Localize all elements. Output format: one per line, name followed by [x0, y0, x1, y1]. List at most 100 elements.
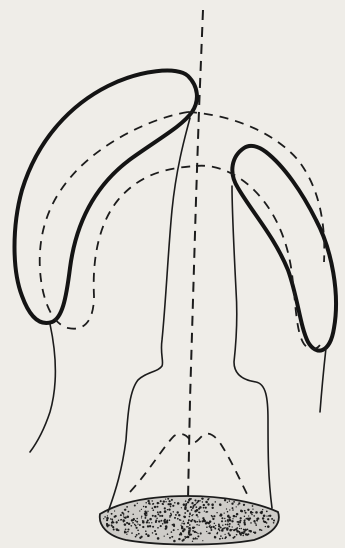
stipple-dot: [236, 534, 238, 536]
stipple-dot: [191, 502, 193, 504]
stipple-dot: [255, 511, 258, 514]
stipple-dot: [180, 525, 181, 526]
stipple-dot: [199, 506, 202, 509]
stipple-dot: [202, 498, 204, 500]
stipple-dot: [214, 523, 215, 524]
stipple-dot: [217, 532, 219, 534]
stipple-dot: [231, 503, 233, 505]
stipple-dot: [193, 538, 195, 540]
stipple-dot: [185, 500, 187, 502]
stipple-dot: [224, 512, 225, 513]
stipple-dot: [232, 526, 233, 527]
stipple-dot: [126, 506, 128, 508]
stipple-dot: [141, 517, 142, 518]
stipple-dot: [157, 527, 159, 529]
stipple-dot: [152, 515, 154, 517]
stipple-dot: [151, 500, 152, 501]
stipple-dot: [266, 516, 267, 517]
stipple-dot: [194, 504, 196, 506]
stipple-dot: [113, 528, 115, 530]
stipple-dot: [162, 503, 164, 505]
stipple-dot: [206, 531, 207, 532]
stipple-dot: [255, 523, 256, 524]
stipple-dot: [141, 509, 142, 510]
stipple-dot: [265, 526, 266, 527]
stipple-dot: [139, 510, 140, 511]
stipple-dot: [186, 526, 188, 528]
stipple-dot: [167, 498, 169, 500]
stipple-dot: [189, 498, 191, 500]
stipple-dot: [173, 540, 176, 543]
stipple-dot: [267, 518, 269, 520]
stipple-dot: [173, 529, 175, 531]
stipple-dot: [211, 503, 214, 506]
stipple-dot: [224, 518, 225, 519]
stipple-dot: [133, 518, 135, 520]
stipple-dot: [233, 501, 235, 503]
stipple-dot: [192, 541, 193, 542]
stipple-dot: [198, 524, 199, 525]
stipple-dot: [177, 529, 178, 530]
stipple-dot: [252, 512, 253, 513]
stipple-dot: [147, 534, 150, 537]
stipple-dot: [182, 540, 184, 542]
stipple-dot: [241, 510, 243, 512]
stipple-dot: [188, 520, 189, 521]
stipple-dot: [157, 511, 159, 513]
stipple-dot: [195, 506, 197, 508]
stipple-dot: [128, 523, 130, 525]
stipple-dot: [154, 515, 156, 517]
stipple-dot: [157, 513, 159, 515]
stipple-dot: [232, 518, 233, 519]
stipple-dot: [111, 519, 113, 521]
stipple-dot: [118, 520, 120, 522]
stipple-dot: [161, 515, 163, 517]
stipple-dot: [203, 507, 205, 509]
stipple-dot: [124, 517, 125, 518]
stipple-dot: [139, 524, 141, 526]
left-outer-tail: [30, 324, 55, 452]
stipple-dot: [140, 536, 142, 538]
stipple-dot: [111, 524, 112, 525]
stipple-dot: [152, 532, 154, 534]
stipple-dot: [172, 524, 174, 526]
stipple-dot: [253, 515, 255, 517]
stipple-dot: [135, 525, 137, 527]
stipple-dot: [246, 518, 247, 519]
stipple-dot: [239, 521, 241, 523]
stipple-dot: [170, 506, 172, 508]
stipple-dot: [181, 523, 182, 524]
stipple-dot: [247, 509, 249, 511]
stipple-dot: [115, 528, 116, 529]
stipple-dot: [135, 520, 137, 522]
stipple-dot: [158, 520, 160, 522]
stipple-dot: [215, 525, 216, 526]
stipple-dot: [197, 535, 199, 537]
stipple-dot: [250, 522, 252, 524]
stipple-dot: [228, 534, 230, 536]
right-central-line: [232, 186, 272, 508]
stipple-dot: [145, 530, 147, 532]
stipple-dot: [196, 503, 197, 504]
stipple-dot: [175, 514, 177, 516]
stipple-dot: [131, 532, 133, 534]
stipple-dot: [220, 535, 222, 537]
stipple-dot: [219, 538, 221, 540]
stipple-dot: [199, 519, 200, 520]
stipple-dot: [208, 498, 209, 499]
stipple-dot: [103, 518, 104, 519]
stipple-dot: [243, 532, 245, 534]
left-dashed-contour: [40, 112, 196, 329]
stipple-dot: [147, 525, 149, 527]
stipple-dot: [157, 506, 159, 508]
stipple-dot: [160, 500, 162, 502]
stipple-dot: [187, 536, 190, 539]
stipple-dot: [210, 529, 212, 531]
stipple-dot: [110, 518, 111, 519]
stipple-dot: [255, 524, 257, 526]
stipple-dot: [137, 523, 138, 524]
stipple-dot: [152, 503, 154, 505]
stipple-dot: [213, 515, 215, 517]
stipple-dot: [238, 522, 239, 523]
